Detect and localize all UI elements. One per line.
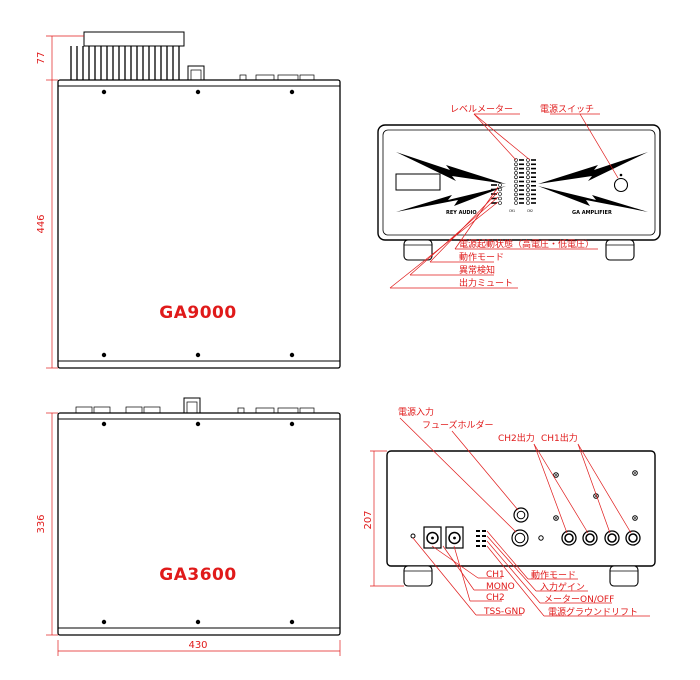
ch-right-label: CH2 <box>527 209 533 213</box>
meter-led <box>514 201 518 205</box>
ga3600-model-label: GA3600 <box>159 565 236 585</box>
rear-annotations: 電源入力 フューズホルダー CH2出力 CH1出力 CH1 MONO CH2 T… <box>398 406 650 618</box>
meter-led <box>526 184 530 188</box>
ga3600-dimensions: 336 430 <box>36 412 341 656</box>
meter-led <box>526 179 530 184</box>
operation-mode-label: 動作モード <box>459 251 504 263</box>
meter-led <box>514 162 518 167</box>
ch2-label: CH2 <box>486 593 505 603</box>
meter-led <box>526 166 530 171</box>
rear-dimensions: 207 <box>363 450 404 587</box>
ground-lift-label: 電源グラウンドリフト <box>548 606 638 618</box>
width-dim: 430 <box>188 640 207 651</box>
tss-gnd-label: TSS-GND <box>483 607 525 617</box>
fuse-holder-label: フューズホルダー <box>422 419 494 431</box>
meter-led <box>514 192 518 197</box>
input-gain-label: 入力ゲイン <box>540 581 585 593</box>
ga3600-chassis <box>57 412 341 636</box>
rear-height-dim: 207 <box>363 510 374 529</box>
rear-panel <box>386 450 656 587</box>
ch1-label: CH1 <box>486 570 505 580</box>
meter-led <box>526 162 530 167</box>
output-mute-label: 出力ミュート <box>459 277 513 289</box>
status-led <box>498 192 502 196</box>
meter-led <box>514 184 518 188</box>
ch1-output-terminals <box>604 530 641 546</box>
level-meter <box>514 158 536 205</box>
ch2-output-label: CH2出力 <box>498 432 535 444</box>
fuse-holder <box>513 507 529 523</box>
meter-led <box>526 188 530 192</box>
power-switch-label: 電源スイッチ <box>540 104 594 115</box>
meter-led <box>514 179 518 184</box>
error-detect-label: 異常検知 <box>459 264 495 276</box>
mono-label: MONO <box>486 582 515 592</box>
meter-led <box>526 175 530 179</box>
status-led <box>498 183 502 187</box>
heatsink <box>70 31 185 81</box>
ga9000-dimensions: 77 446 <box>36 35 84 369</box>
meter-led <box>514 175 518 179</box>
ga9000-model-label: GA9000 <box>159 303 236 323</box>
status-led <box>498 201 502 205</box>
power-input-label: 電源入力 <box>398 406 434 418</box>
power-status-label: 電源起動状態（高電圧・低電圧） <box>459 238 594 250</box>
front-panel-chassis <box>377 124 661 241</box>
dip-switches <box>476 530 486 547</box>
fan-height-dim: 77 <box>36 52 47 65</box>
power-inlet <box>511 529 529 547</box>
meter-led <box>526 171 530 175</box>
level-meter-label: レベルメーター <box>450 104 513 115</box>
brand-right: GA AMPLIFIER <box>572 210 612 216</box>
foot-left <box>403 239 433 261</box>
dip-operation-mode-label: 動作モード <box>531 569 576 581</box>
meter-led <box>514 166 518 171</box>
power-switch <box>613 177 629 193</box>
meter-onoff-label: メーターON/OFF <box>544 594 614 605</box>
meter-led <box>514 196 518 201</box>
ga3600-top-view: GA3600 <box>57 397 341 636</box>
ga9000-top-view: GA9000 <box>57 31 341 369</box>
meter-led <box>526 201 530 205</box>
ga9000-chassis <box>57 79 341 369</box>
meter-led <box>526 192 530 197</box>
ga9000-height-dim: 446 <box>36 214 47 233</box>
ch2-output-terminals <box>561 530 598 546</box>
status-leds <box>491 183 502 205</box>
ga3600-height-dim: 336 <box>36 514 47 533</box>
meter-led <box>514 171 518 175</box>
brand-left: REY AUDIO <box>446 210 477 216</box>
status-led <box>498 196 502 201</box>
meter-led <box>514 188 518 192</box>
ch1-output-label: CH1出力 <box>541 432 578 444</box>
display-window <box>395 173 441 191</box>
ch-left-label: CH1 <box>509 209 515 213</box>
top-knob <box>187 65 205 81</box>
meter-led <box>514 158 518 162</box>
meter-led <box>526 196 530 201</box>
status-led <box>498 187 502 192</box>
front-panel: REY AUDIO GA AMPLIFIER CH1 CH2 <box>377 124 661 261</box>
front-annotations: レベルメーター 電源スイッチ 電源起動状態（高電圧・低電圧） 動作モード 異常検… <box>389 104 619 289</box>
foot-right <box>605 239 635 261</box>
